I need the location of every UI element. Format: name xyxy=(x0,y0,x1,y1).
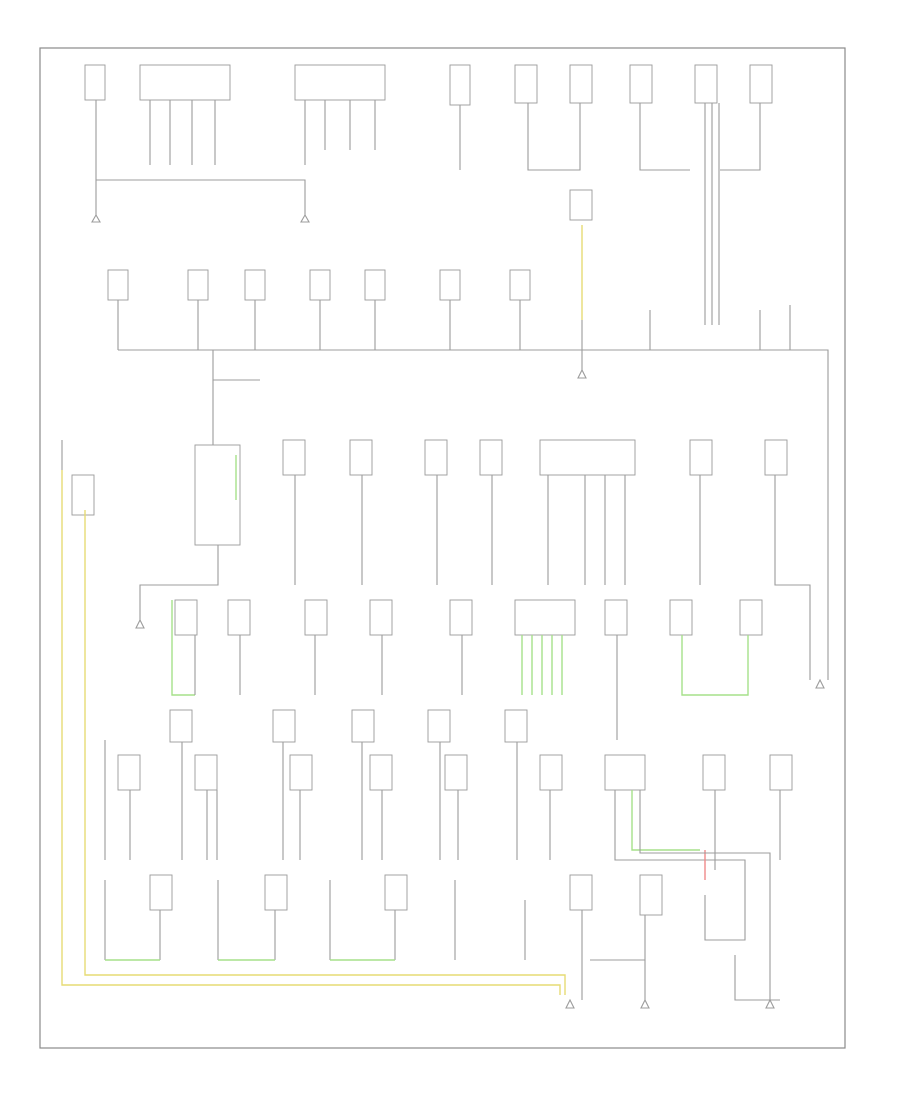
third-row-components xyxy=(71,439,788,546)
top-row-components xyxy=(84,64,773,106)
fourth-row-components xyxy=(174,599,763,636)
second-row-components xyxy=(107,269,531,301)
top-row-wires xyxy=(91,100,761,325)
left-yellow-wires xyxy=(61,440,566,995)
second-row-wires xyxy=(117,300,829,680)
sixth-row-wires xyxy=(104,880,780,1009)
center-connector xyxy=(569,189,593,221)
diagram-frame xyxy=(39,47,846,1049)
fifth-row-components xyxy=(117,709,793,791)
third-row-wires xyxy=(135,380,811,680)
fifth-row-wires xyxy=(104,740,781,1000)
sixth-row-components xyxy=(149,874,663,916)
fourth-row-wires xyxy=(171,600,825,740)
